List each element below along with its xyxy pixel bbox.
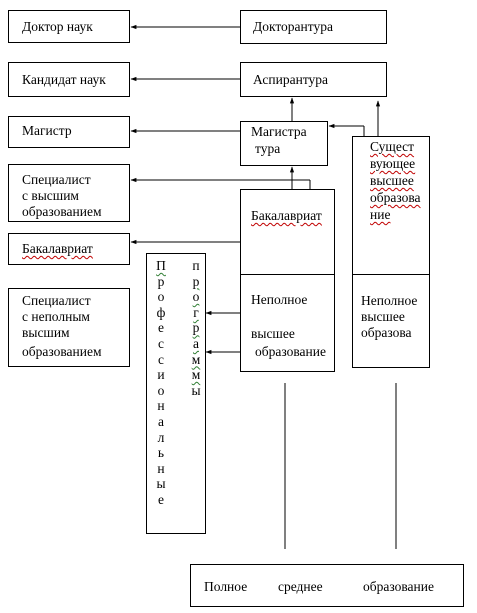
bachelor-program-box: Бакалавриат Неполное высшее образование [240, 189, 335, 372]
candidate-of-sciences-box: Кандидат наук [8, 62, 130, 97]
full-secondary-word3: образование [363, 579, 434, 594]
master-box: Магистр [8, 116, 130, 148]
specialist-incomplete-line4: образованием [22, 344, 102, 359]
programs-letter: г [193, 304, 199, 320]
doctorate-box: Докторантура [240, 10, 387, 44]
specialist-higher-box: Специалист с высшим образованием [8, 164, 130, 222]
incomplete-higher-line1: Неполное [251, 292, 308, 307]
programs-letter: ы [191, 382, 201, 398]
professional-letters-column: П р о ф е с с и о н а л ь н ы е [155, 258, 167, 508]
full-secondary-word2: среднее [278, 579, 323, 594]
bachelor-degree-box: Бакалавриат [8, 233, 130, 265]
existing-higher-line5: ние [370, 207, 391, 222]
bachelor-program-divider [241, 274, 334, 275]
professional-letter: а [158, 413, 164, 429]
full-secondary-box: Полное среднее образование [190, 564, 464, 607]
programs-letter: м [191, 367, 201, 383]
professional-programs-box: П р о ф е с с и о н а л ь н ы е п р о г … [146, 253, 206, 534]
existing-higher-divider [353, 274, 429, 275]
specialist-incomplete-line1: Специалист [22, 293, 91, 308]
specialist-higher-line3: образованием [22, 204, 102, 219]
incomplete-higher-line2: высшее [251, 326, 295, 341]
professional-letter: р [157, 273, 165, 289]
programs-letter: м [191, 351, 201, 367]
professional-letter: е [158, 491, 164, 507]
existing-incomplete-line3: образова [361, 325, 412, 340]
professional-letter: ы [156, 476, 166, 492]
professional-letter: о [157, 382, 165, 398]
professional-letter: с [158, 351, 164, 367]
programs-letter: о [192, 289, 200, 305]
professional-letter: о [157, 289, 165, 305]
doctor-of-sciences-box: Доктор наук [8, 10, 130, 43]
magistracy-box: Магистра тура [240, 121, 328, 166]
professional-letter: л [157, 429, 165, 445]
professional-letter: н [157, 398, 165, 414]
professional-letter: ф [156, 304, 166, 320]
doctorate-label: Докторантура [253, 19, 333, 34]
programs-letter: а [193, 335, 199, 351]
programs-letter: п [192, 258, 200, 273]
bachelor-degree-label: Бакалавриат [22, 241, 93, 256]
programs-letters-column: п р о г р а м м ы [190, 258, 202, 398]
existing-higher-line4: образова [370, 190, 421, 205]
candidate-of-sciences-label: Кандидат наук [22, 72, 106, 87]
professional-letter: н [157, 460, 165, 476]
specialist-higher-line2: с высшим [22, 188, 79, 203]
programs-letter: р [192, 320, 200, 336]
specialist-higher-line1: Специалист [22, 172, 91, 187]
existing-higher-box: Сущест вующее высшее образова ние Неполн… [352, 136, 430, 368]
existing-incomplete-line2: высшее [361, 309, 405, 324]
full-secondary-word1: Полное [204, 579, 248, 594]
existing-higher-line2: вующее [370, 156, 416, 171]
programs-letter: р [192, 273, 200, 289]
specialist-incomplete-box: Специалист с неполным высшим образование… [8, 288, 130, 367]
professional-letter: с [158, 335, 164, 351]
specialist-incomplete-line3: высшим [22, 325, 70, 340]
master-label: Магистр [22, 123, 72, 138]
existing-higher-line3: высшее [370, 173, 414, 188]
doctor-of-sciences-label: Доктор наук [22, 19, 93, 34]
professional-letter: е [158, 320, 164, 336]
bachelor-program-label: Бакалавриат [251, 208, 322, 223]
professional-letter: и [157, 367, 165, 383]
magistracy-line2: тура [255, 141, 281, 156]
incomplete-higher-line3: образование [255, 344, 326, 359]
postgraduate-box: Аспирантура [240, 62, 387, 97]
magistracy-line1: Магистра [251, 124, 307, 139]
professional-letter: П [156, 258, 166, 273]
professional-letter: ь [157, 445, 165, 461]
specialist-incomplete-line2: с неполным [22, 309, 90, 324]
existing-incomplete-line1: Неполное [361, 293, 418, 308]
existing-higher-line1: Сущест [370, 139, 415, 154]
postgraduate-label: Аспирантура [253, 72, 329, 87]
